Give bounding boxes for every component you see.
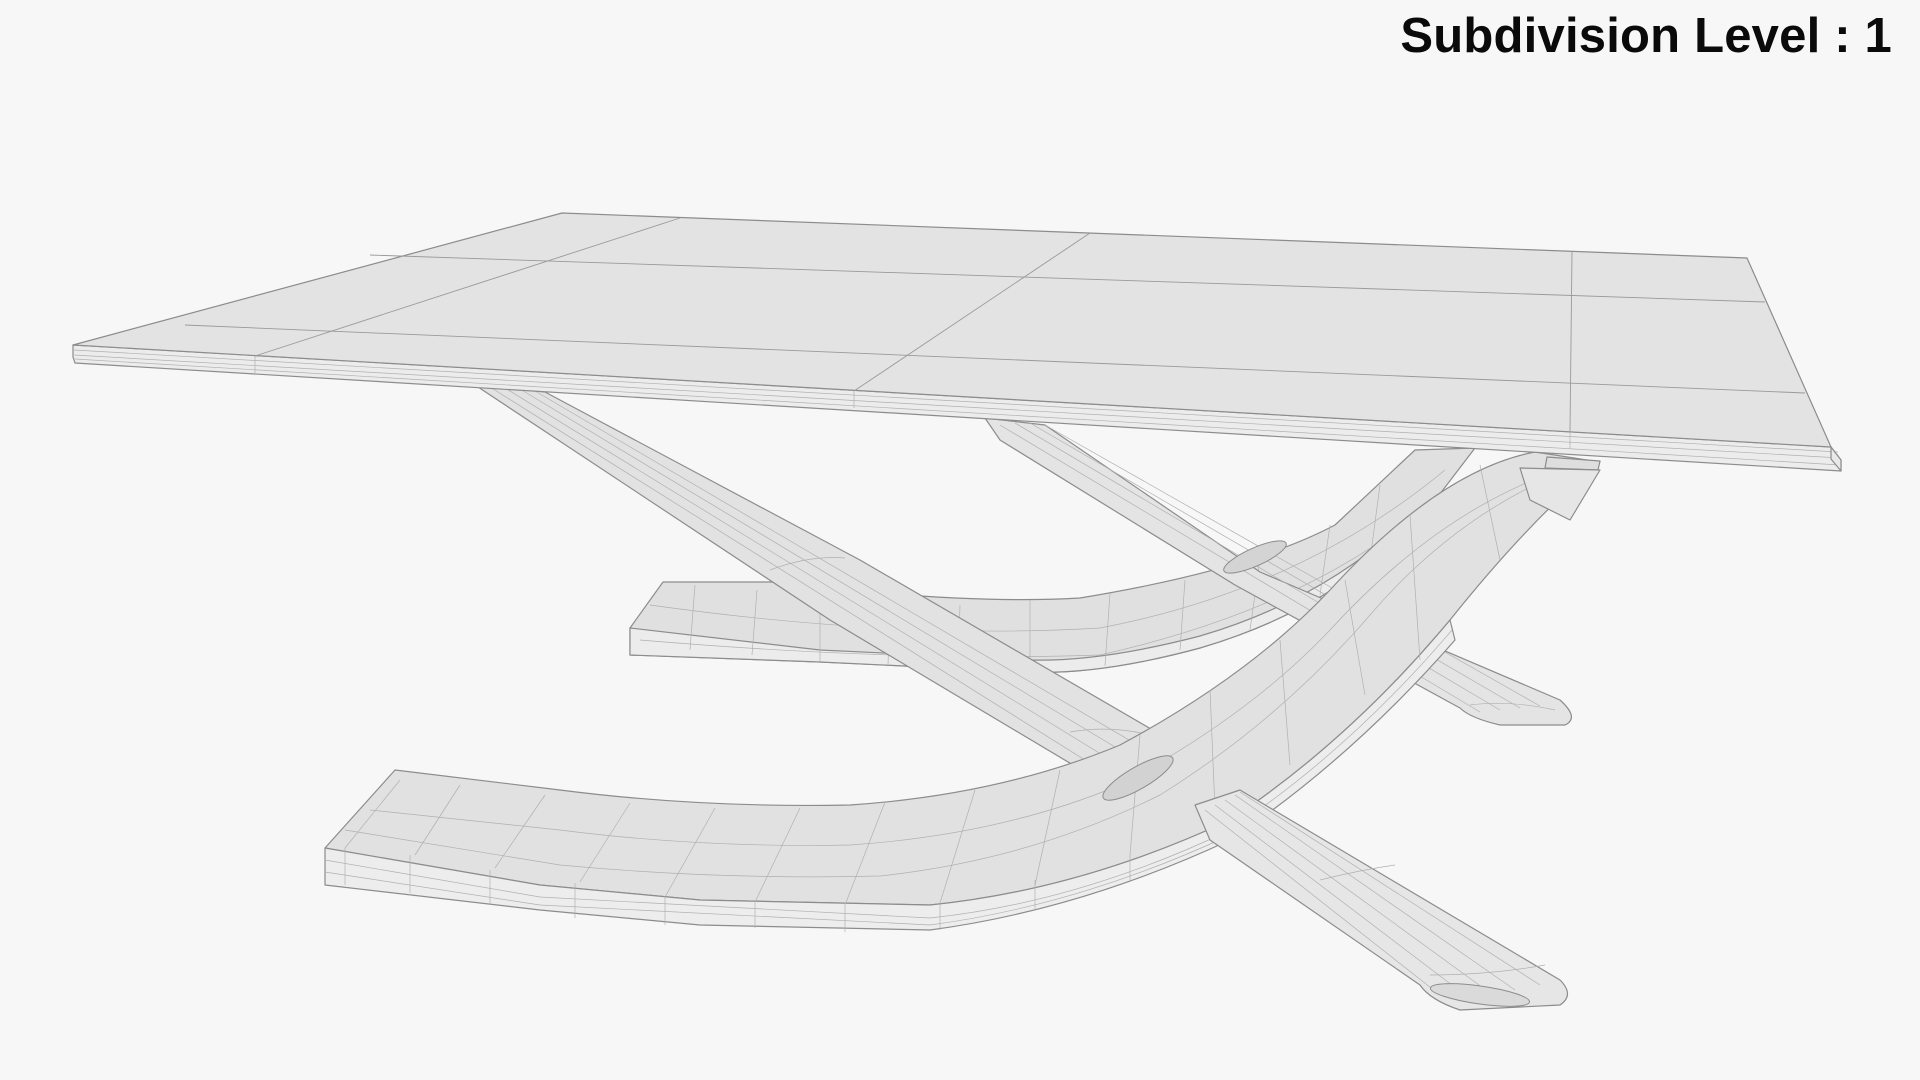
- back-leg-joint: [1223, 540, 1287, 574]
- leg-mount-bracket: [1544, 456, 1601, 471]
- subdivision-level-label: Subdivision Level : 1: [1400, 9, 1892, 63]
- front-arc-top: [1519, 467, 1601, 521]
- front-base: [324, 451, 1601, 932]
- front-right-leg: [1194, 789, 1569, 1011]
- tabletop: [72, 212, 1842, 472]
